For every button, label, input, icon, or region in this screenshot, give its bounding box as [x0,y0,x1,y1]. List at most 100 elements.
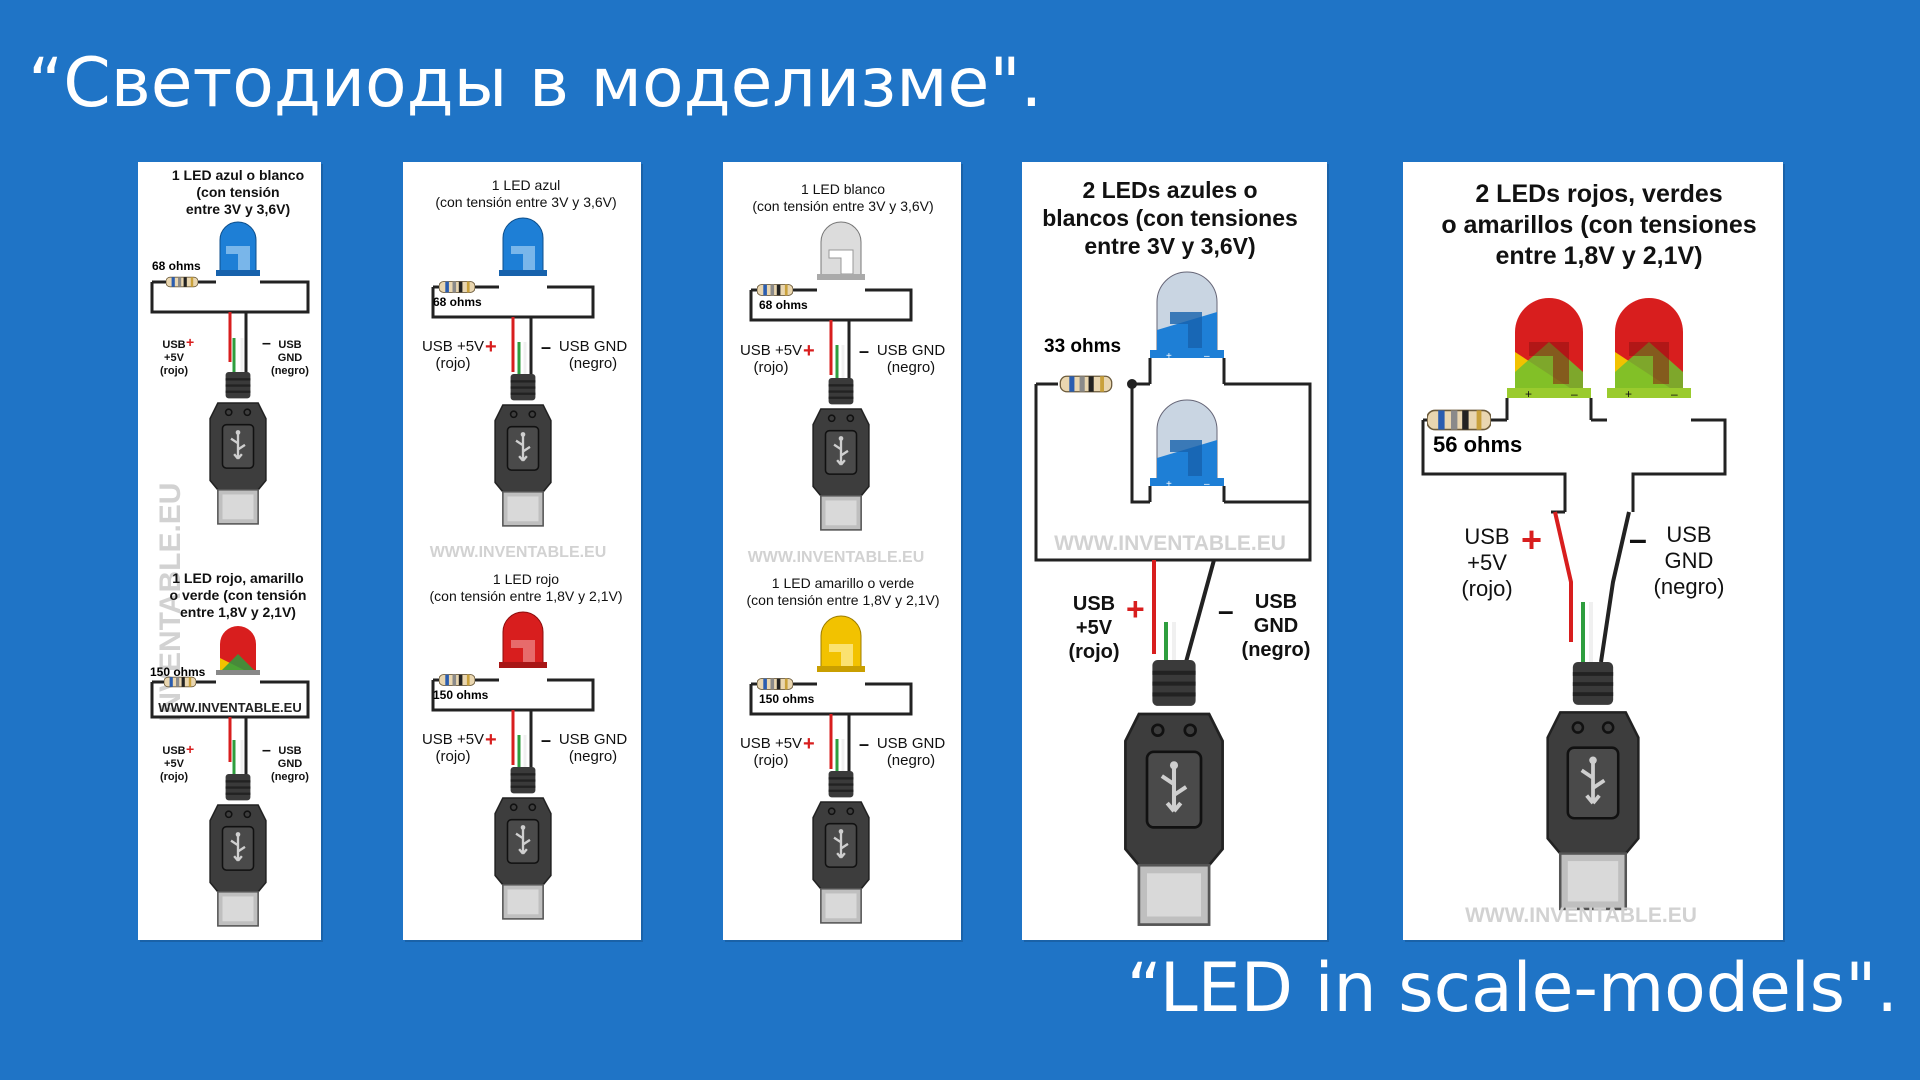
usb-plus-label: (rojo) [753,752,788,769]
led-anode-mark: + [1166,479,1172,490]
led-cathode-mark: – [1204,479,1210,490]
minus-sign: – [859,734,869,754]
led-yellow [817,615,865,672]
usb-gnd-label: GND [278,352,303,364]
caption-line: entre 3V y 3,6V) [1084,233,1255,259]
usb-gnd-label: (negro) [271,365,309,377]
usb-plus-label: +5V [164,758,185,770]
caption-line: 1 LED amarillo o verde [772,575,915,591]
resistor-value: 68 ohms [152,259,201,273]
usb-gnd-label: USB [278,339,301,351]
minus-sign: – [262,335,271,352]
slide-title-english: “LED in scale-models". [1126,949,1898,1028]
caption-line: (con tensión [196,184,279,200]
caption-line: 1 LED rojo [493,571,559,587]
usb-gnd-label: (negro) [569,748,617,765]
caption-line: 1 LED blanco [801,181,885,197]
caption-line: o verde (con tensión [170,587,307,603]
caption-line: blancos (con tensiones [1042,205,1298,231]
usb-plus-label: (rojo) [435,748,470,765]
caption-line: entre 1,8V y 2,1V) [1495,242,1702,270]
usb-gnd-label: (negro) [1242,639,1311,661]
caption-line: entre 1,8V y 2,1V) [180,604,296,620]
usb-gnd-label: USB GND [559,731,628,748]
led-anode-mark: + [1166,351,1172,362]
resistor-value: 150 ohms [759,692,815,706]
usb-gnd-label: GND [278,758,303,770]
watermark: WWW.INVENTABLE.EU [1054,532,1286,555]
resistor-value: 150 ohms [433,688,489,702]
usb-connector [811,378,871,532]
plus-sign: + [186,334,194,350]
usb-plus-label: USB +5V [740,342,802,359]
watermark: WWW.INVENTABLE.EU [1465,904,1697,927]
usb-plus-label: USB [1464,524,1509,549]
usb-plus-label: (rojo) [1068,641,1119,663]
panel-two-blue-leds: 2 LEDs azules o blancos (con tensiones e… [1022,162,1327,940]
led-red-yellow-green-left: + – [1507,298,1591,401]
usb-connector [1125,660,1222,925]
usb-plus-label: +5V [1467,550,1507,575]
usb-connector [493,374,553,528]
usb-gnd-label: (negro) [1654,574,1725,599]
usb-plus-label: USB [162,745,185,757]
led-cathode-mark: – [1204,351,1210,362]
panel-two-red-leds: 2 LEDs rojos, verdes o amarillos (con te… [1403,162,1783,940]
usb-plus-label: USB +5V [740,735,802,752]
led-cathode-mark: – [1571,387,1578,401]
usb-connector [208,372,268,526]
usb-plus-label: +5V [164,352,185,364]
caption-line: 2 LEDs rojos, verdes [1475,180,1722,208]
led-red-yellow-green [216,626,260,675]
led-blue-lower: + – [1150,399,1224,490]
plus-sign: + [803,733,815,755]
usb-plus-label: USB +5V [422,731,484,748]
resistor-value: 68 ohms [759,298,808,312]
panel-single-led-blue-red: 1 LED azul (con tensión entre 3V y 3,6V)… [403,162,641,940]
minus-sign: – [1218,595,1234,626]
usb-connector [811,771,871,925]
usb-plus-label: USB [1073,593,1115,615]
slide-title-russian: “Светодиоды в моделизме". [28,44,1043,123]
usb-gnd-label: USB GND [559,338,628,355]
led-red [499,611,547,668]
caption-line: 1 LED rojo, amarillo [172,570,303,586]
usb-connector [493,767,553,921]
usb-plus-label: (rojo) [435,355,470,372]
usb-gnd-label: USB GND [877,735,946,752]
plus-sign: + [485,729,497,751]
usb-plus-label: +5V [1076,617,1113,639]
watermark: WWW.INVENTABLE.EU [748,549,925,566]
led-anode-mark: + [1525,387,1532,401]
minus-sign: – [541,730,551,750]
caption-line: (con tensión entre 1,8V y 2,1V) [430,588,623,604]
usb-gnd-label: USB [278,745,301,757]
usb-gnd-label: (negro) [887,752,935,769]
led-white [817,221,865,280]
caption-line: 2 LEDs azules o [1082,177,1257,203]
led-blue [216,221,260,276]
caption-line: o amarillos (con tensiones [1441,211,1756,239]
resistor-value: 33 ohms [1044,336,1121,357]
resistor-value: 68 ohms [433,295,482,309]
plus-sign: + [1521,519,1542,560]
led-cathode-mark: – [1671,387,1678,401]
panel-single-led-small: INVENTABLE.EU 1 LED azul o blanco (con t… [138,162,321,940]
resistor-value: 56 ohms [1433,432,1522,457]
usb-plus-label: USB [162,339,185,351]
usb-gnd-label: USB [1666,522,1711,547]
plus-sign: + [1126,591,1145,627]
usb-gnd-label: (negro) [271,771,309,783]
minus-sign: – [1629,521,1647,557]
usb-gnd-label: (negro) [569,355,617,372]
caption-line: (con tensión entre 1,8V y 2,1V) [747,592,940,608]
plus-sign: + [186,741,194,757]
resistor-value: 150 ohms [150,665,206,679]
usb-gnd-label: USB [1255,591,1297,613]
minus-sign: – [541,337,551,357]
plus-sign: + [803,340,815,362]
led-blue-upper: + – [1150,271,1224,362]
led-blue [499,217,547,276]
led-anode-mark: + [1625,387,1632,401]
watermark: WWW.INVENTABLE.EU [430,544,607,561]
